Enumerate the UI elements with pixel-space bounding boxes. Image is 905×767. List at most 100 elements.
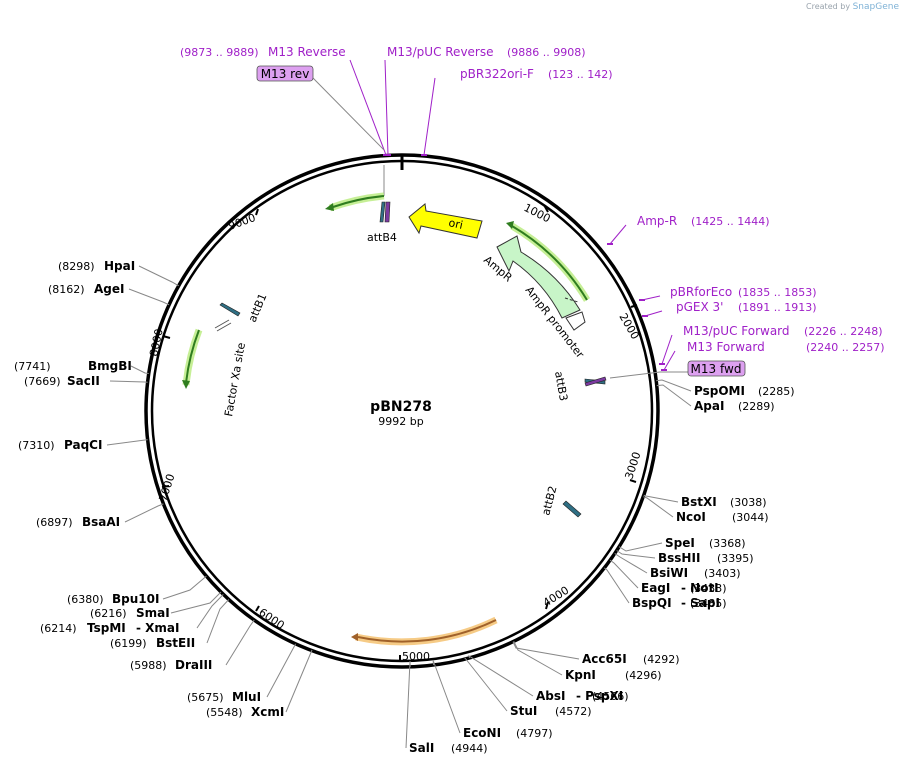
ori-arrow xyxy=(408,203,483,239)
enzyme-stui: StuI xyxy=(510,704,537,718)
attb1-label: attB1 xyxy=(246,292,270,325)
tick-mark-9000 xyxy=(255,208,259,216)
tick-mark-2000 xyxy=(630,304,638,308)
primer-m13-puc-forward: M13/pUC Forward xyxy=(683,324,790,338)
attb1-mark xyxy=(219,302,241,317)
enzyme-pos-bstxi: (3038) xyxy=(730,496,767,509)
primer-leader-amp-r xyxy=(609,224,627,245)
green-arc-top-head xyxy=(325,203,334,211)
factor-xa-mark xyxy=(214,319,232,332)
enzyme-xcmi: XcmI xyxy=(251,705,284,719)
enzyme-pos-bpu10i: (6380) xyxy=(67,593,104,606)
attb3-leader xyxy=(609,371,661,379)
enzyme-pos-stui: (4572) xyxy=(555,705,592,718)
leader-bsteii xyxy=(206,599,230,644)
enzyme-pos-ncoi: (3044) xyxy=(732,511,769,524)
enzyme-pos-hpai: (8298) xyxy=(58,260,95,273)
enzyme-pspxi: - PspXI xyxy=(576,689,623,703)
tick-label-1000: 1000 xyxy=(522,201,553,225)
enzyme-pos-sacii: (7669) xyxy=(24,375,61,388)
enzyme-pos-tspmi: (6214) xyxy=(40,622,77,635)
leader-bsshii xyxy=(616,550,656,559)
enzyme-pos-mlui: (5675) xyxy=(187,691,224,704)
leader-lines xyxy=(106,59,692,749)
enzyme-pos-paqci: (7310) xyxy=(18,439,55,452)
leader-stui xyxy=(464,657,508,712)
leader-bpu10i xyxy=(162,575,207,600)
enzyme-smai: SmaI xyxy=(136,606,170,620)
enzyme-pos-sali: (4944) xyxy=(451,742,488,755)
primer-range-m13-puc-forward: (2226 .. 2248) xyxy=(804,325,883,338)
enzyme-noti: - NotI xyxy=(681,581,719,595)
leader-bsaai xyxy=(124,503,164,523)
leader-ncoi xyxy=(643,496,674,518)
leader-apai xyxy=(656,384,692,407)
tick-label-8000: 8000 xyxy=(147,328,166,358)
primer-range-amp-r: (1425 .. 1444) xyxy=(691,215,770,228)
enzyme-pos-bsshii: (3395) xyxy=(717,552,754,565)
enzyme-sapi: - SapI xyxy=(681,596,720,610)
enzyme-xmai: - XmaI xyxy=(136,621,179,635)
orange-arc xyxy=(357,619,497,643)
leader-xcmi xyxy=(285,649,313,713)
enzyme-acc65i: Acc65I xyxy=(582,652,627,666)
enzyme-eagi: EagI xyxy=(641,581,670,595)
enzyme-pos-smai: (6216) xyxy=(90,607,127,620)
green-arc-left-head xyxy=(182,380,190,389)
tick-mark-6000 xyxy=(255,605,260,612)
leader-bsiwi xyxy=(614,553,648,574)
tick-label-6000: 6000 xyxy=(256,606,286,632)
enzyme-pos-spei: (3368) xyxy=(709,537,746,550)
primer-leader-pbr322ori-f xyxy=(423,77,436,156)
enzyme-bsshii: BssHII xyxy=(658,551,700,565)
attb4-mark-left xyxy=(379,201,386,223)
enzyme-econi: EcoNI xyxy=(463,726,501,740)
enzyme-pos-apai: (2289) xyxy=(738,400,775,413)
enzyme-pos-absi: (4566) xyxy=(592,690,629,703)
attb2-mark xyxy=(562,500,582,518)
enzyme-pos-bsteii: (6199) xyxy=(110,637,147,650)
green-arc-right xyxy=(511,225,588,301)
tick-mark-7000 xyxy=(161,485,170,488)
m13-fwd-box xyxy=(687,360,746,377)
leader-hpai xyxy=(138,265,179,287)
enzyme-pos-bmgbi: (7741) xyxy=(14,360,51,373)
enzyme-pos-draiii: (5988) xyxy=(130,659,167,672)
leader-agei xyxy=(128,288,170,306)
site-labels: HpaI(8298)AgeI(8162)BmgBI(7741)SacII(766… xyxy=(14,45,885,755)
enzyme-kpni: KpnI xyxy=(565,668,596,682)
enzyme-pos-xcmi: (5548) xyxy=(206,706,243,719)
primer-range-m13-puc-reverse: (9886 .. 9908) xyxy=(507,46,586,59)
tick-mark-4000 xyxy=(545,601,549,610)
factor-xa-label: Factor Xa site xyxy=(222,341,248,417)
primer-leader-m13-reverse xyxy=(349,59,387,156)
enzyme-bsiwi: BsiWI xyxy=(650,566,688,580)
snapgene-logo: SnapGene xyxy=(852,2,899,12)
primer-m13-puc-reverse: M13/pUC Reverse xyxy=(387,45,494,59)
attb3-label: attB3 xyxy=(552,370,570,402)
leader-absi xyxy=(468,654,534,697)
attb2-label: attB2 xyxy=(539,485,559,517)
tick-label-9000: 9000 xyxy=(227,211,258,233)
green-arc-right-head xyxy=(506,221,514,229)
leader-mlui xyxy=(266,643,296,698)
leader-sacii xyxy=(109,380,148,383)
m13-fwd-box-label: M13 fwd xyxy=(691,362,742,376)
enzyme-pos-bsiwi: (3403) xyxy=(704,567,741,580)
primer-range-pgex-3-: (1891 .. 1913) xyxy=(738,301,817,314)
primer-leader-m13-puc-forward xyxy=(661,334,673,365)
primer-pgex-3-: pGEX 3' xyxy=(676,300,723,314)
enzyme-pos-bspqi: (3485) xyxy=(690,597,727,610)
enzyme-spei: SpeI xyxy=(665,536,695,550)
leader-econi xyxy=(432,659,461,734)
ampr-arrow xyxy=(496,235,581,319)
enzyme-bsaai: BsaAI xyxy=(82,515,120,529)
tick-mark-3000 xyxy=(629,479,637,483)
primer-pbrforeco: pBRforEco xyxy=(670,285,732,299)
m13-rev-leader xyxy=(312,77,385,151)
enzyme-mlui: MluI xyxy=(232,690,261,704)
enzyme-pos-pspomi: (2285) xyxy=(758,385,795,398)
ampr-promoter-arrow xyxy=(565,311,586,331)
leader-smai xyxy=(170,591,222,614)
